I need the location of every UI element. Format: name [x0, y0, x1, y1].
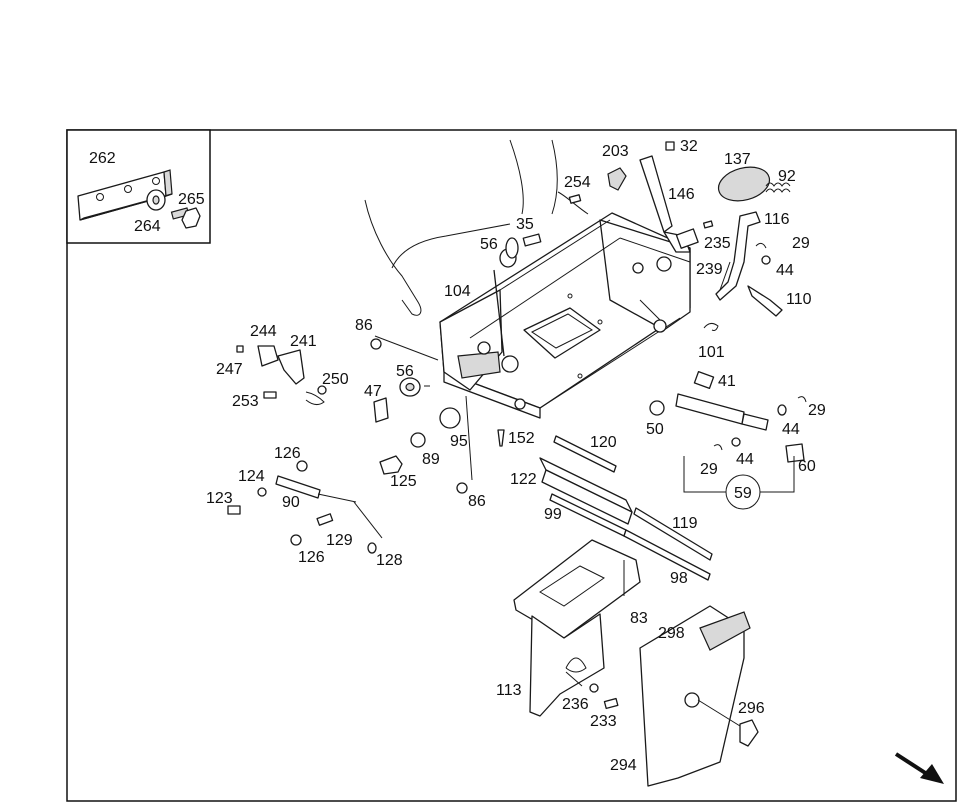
- callout-122: 122: [510, 471, 537, 488]
- callout-236: 236: [562, 696, 589, 713]
- callout-95: 95: [450, 433, 468, 450]
- seat-outline: [364, 139, 589, 316]
- callout-92: 92: [778, 168, 796, 185]
- callout-244: 244: [250, 323, 277, 340]
- callout-296: 296: [738, 700, 765, 717]
- callout-253: 253: [232, 393, 259, 410]
- callout-241: 241: [290, 333, 317, 350]
- bushings: [370, 237, 519, 494]
- callout-101: 101: [698, 344, 725, 361]
- rails: [539, 435, 713, 581]
- callout-247: 247: [216, 361, 243, 378]
- callout-116: 116: [764, 211, 790, 228]
- callout-89: 89: [422, 451, 440, 468]
- callout-99: 99: [544, 506, 562, 523]
- callout-44a: 44: [776, 262, 794, 279]
- callout-233: 233: [590, 713, 617, 730]
- callout-128: 128: [376, 552, 403, 569]
- callout-235: 235: [704, 235, 731, 252]
- callout-294: 294: [610, 757, 637, 774]
- callout-50: 50: [646, 421, 664, 438]
- leader-lines: [353, 261, 795, 727]
- callout-98: 98: [670, 570, 688, 587]
- callout-129: 129: [326, 532, 353, 549]
- callout-86a: 86: [355, 317, 373, 334]
- callout-90: 90: [282, 494, 300, 511]
- callout-86b: 86: [468, 493, 486, 510]
- callout-29a: 29: [792, 235, 810, 252]
- callout-44c: 44: [736, 451, 754, 468]
- callout-264: 264: [134, 218, 161, 235]
- callout-110: 110: [786, 291, 812, 308]
- callout-254: 254: [564, 174, 591, 191]
- callout-119: 119: [672, 515, 698, 532]
- diagram-frame: [66, 129, 957, 802]
- callout-60: 60: [798, 458, 816, 475]
- callout-47: 47: [364, 383, 382, 400]
- callout-125: 125: [390, 473, 417, 490]
- lever-parts: [522, 141, 791, 331]
- callout-262: 262: [89, 150, 116, 167]
- callout-152: 152: [508, 430, 535, 447]
- callout-56b: 56: [396, 363, 414, 380]
- callout-124: 124: [238, 468, 265, 485]
- callout-146: 146: [668, 186, 695, 203]
- callout-203: 203: [602, 143, 629, 160]
- callout-29b: 29: [808, 402, 826, 419]
- callout-83: 83: [630, 610, 648, 627]
- callout-120: 120: [590, 434, 617, 451]
- callout-126b: 126: [298, 549, 325, 566]
- callout-41: 41: [718, 373, 736, 390]
- callout-137: 137: [724, 151, 751, 168]
- cover-294: [639, 605, 759, 787]
- gas-spring-59: [649, 370, 807, 463]
- callout-44b: 44: [782, 421, 800, 438]
- seat-frame-104: [439, 212, 691, 419]
- callout-56a: 56: [480, 236, 498, 253]
- callout-250: 250: [322, 371, 349, 388]
- left-bracket-parts: [236, 345, 327, 406]
- callout-labels: 262 265 264 203 32 137 92 254 146 35 56 …: [89, 138, 826, 774]
- callout-298: 298: [658, 625, 685, 642]
- callout-104: 104: [444, 283, 471, 300]
- bracket-113: [513, 539, 641, 717]
- callout-35: 35: [516, 216, 534, 233]
- direction-arrow-icon: [894, 752, 944, 784]
- callout-126a: 126: [274, 445, 301, 462]
- gas-spring-left: [227, 460, 377, 554]
- callout-239: 239: [696, 261, 723, 278]
- callout-265: 265: [178, 191, 205, 208]
- callout-29c: 29: [700, 461, 718, 478]
- inset-parts: [77, 169, 201, 229]
- callout-123: 123: [206, 490, 233, 507]
- callout-59: 59: [734, 485, 752, 502]
- callout-113: 113: [496, 682, 522, 699]
- callout-32: 32: [680, 138, 698, 155]
